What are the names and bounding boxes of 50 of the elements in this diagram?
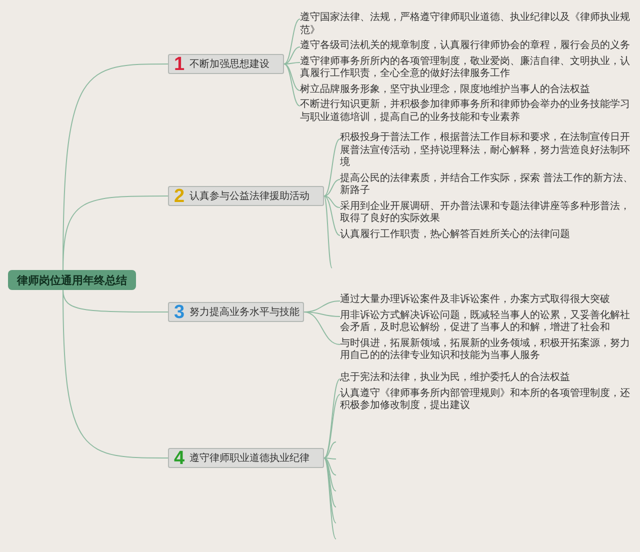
branch-line bbox=[324, 442, 336, 458]
branch-text: 遵守国家法律、法规，严格遵守律师职业道德、执业纪律以及《律师执业规范》 bbox=[300, 12, 634, 37]
connector-line bbox=[284, 62, 300, 64]
branch-text: 不断进行知识更新，并积极参加律师事务所和律师协会举办的业务技能学习与职业道德培训，提高自己的业务技能和专业素养 bbox=[300, 99, 634, 124]
connector-line bbox=[304, 312, 340, 345]
connector-line bbox=[324, 196, 340, 236]
root-title: 律师岗位通用年终总结 bbox=[17, 272, 127, 288]
branch-line bbox=[324, 458, 336, 524]
topic-number: 3 bbox=[174, 302, 185, 322]
branch-line bbox=[324, 458, 336, 492]
topic-number: 1 bbox=[174, 54, 185, 74]
connector-line bbox=[62, 196, 168, 270]
branch-text: 树立品牌服务形象，坚守执业理念，限度地维护当事人的合法权益 bbox=[300, 84, 634, 96]
connector-line bbox=[304, 312, 340, 317]
topic-title: 不断加强思想建设 bbox=[190, 58, 270, 71]
branch-text: 采用到企业开展调研、开办普法课和专题法律讲座等多种形普法，取得了良好的实际效果 bbox=[340, 200, 634, 226]
connector-line bbox=[284, 64, 300, 106]
topic-box bbox=[168, 302, 304, 322]
branch-text: 遵守律师事务所所内的各项管理制度，敬业爱岗、廉洁自律、文明执业，认真履行工作职责，全心全意的做好法律服务工作 bbox=[300, 56, 634, 80]
connector-line bbox=[324, 378, 340, 458]
connector-line bbox=[324, 394, 340, 458]
topic-number: 2 bbox=[174, 186, 185, 206]
branch-text: 与时俱进，拓展新领域，拓展新的业务领域，积极开拓案源，努力用自己的的法律专业知识和技能为当事人服务 bbox=[340, 338, 634, 362]
branch-text: 积极投身于普法工作，根据普法工作目标和要求，在法制宣传日开展普法宣传活动，坚持说理释法，耐心解释，努力营造良好法制环境 bbox=[340, 132, 634, 170]
topic-number: 4 bbox=[174, 448, 185, 468]
branch-text: 认真遵守《律师事务所内部管理规则》和本所的各项管理制度，还积极参加修改制度，提出建议 bbox=[340, 388, 634, 412]
connector-line bbox=[324, 138, 340, 196]
branch-line bbox=[324, 196, 332, 268]
branch-line bbox=[324, 458, 336, 460]
topic-title: 认真参与公益法律援助活动 bbox=[190, 190, 310, 203]
topic-title: 遵守律师职业道德执业纪律 bbox=[190, 452, 310, 465]
branch-text: 遵守各级司法机关的规章制度，认真履行律师协会的章程，履行会员的义务 bbox=[300, 40, 634, 52]
branch-line bbox=[324, 458, 336, 476]
branch-text: 提高公民的法律素质，并结合工作实际，探索 普法工作的新方法、新路子 bbox=[340, 172, 634, 198]
branch-text: 用非诉讼方式解决诉讼问题，既减轻当事人的讼累，又妥善化解社会矛盾，及时息讼解纷，促进了当事人的和解，增进了社会和 bbox=[340, 310, 634, 334]
root-box bbox=[8, 270, 136, 290]
branch-text: 通过大量办理诉讼案件及非诉讼案件，办案方式取得很大突破 bbox=[340, 294, 634, 306]
topic-title: 努力提高业务水平与技能 bbox=[190, 306, 300, 319]
connector-line bbox=[62, 290, 168, 458]
connector-line bbox=[284, 18, 300, 64]
connector-line bbox=[284, 46, 300, 64]
topic-box bbox=[168, 54, 284, 74]
connector-line bbox=[324, 196, 340, 208]
branch-line bbox=[324, 458, 336, 540]
topic-box bbox=[168, 186, 324, 206]
connector-line bbox=[284, 64, 300, 91]
branch-text: 认真履行工作职责，热心解答百姓所关心的法律问题 bbox=[340, 228, 634, 241]
connector-line bbox=[324, 179, 340, 196]
topic-box bbox=[168, 448, 324, 468]
branch-text: 忠于宪法和法律，执业为民，维护委托人的合法权益 bbox=[340, 372, 634, 384]
